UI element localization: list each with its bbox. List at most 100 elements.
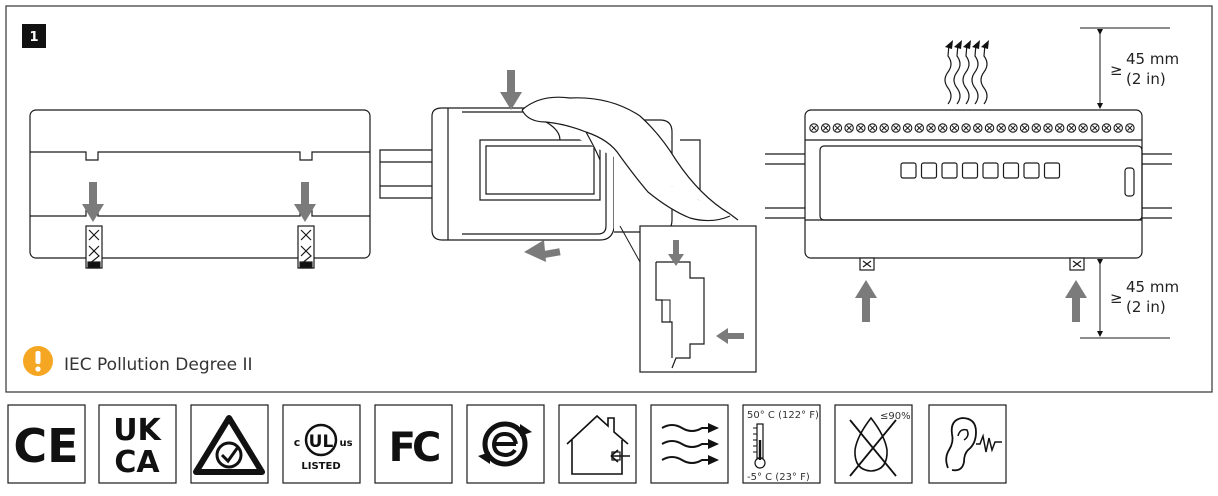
din-clip-left bbox=[85, 225, 103, 269]
heat-wave bbox=[962, 43, 970, 105]
ce-mark-text: CE bbox=[13, 419, 78, 473]
terminal-screw-slot bbox=[986, 125, 993, 131]
arrow-down-press bbox=[500, 70, 522, 110]
heat-wave bbox=[953, 43, 961, 105]
clearance-top-dimension bbox=[1080, 27, 1170, 109]
terminal-screw-slot bbox=[858, 125, 864, 131]
clearance-top-metric: 45 mm bbox=[1126, 50, 1179, 68]
status-window-row bbox=[900, 162, 1061, 179]
fcc-mark-text: FC bbox=[389, 425, 439, 471]
din-clip-installed-left bbox=[859, 257, 875, 271]
heat-wave bbox=[971, 43, 979, 105]
indoor-use-icon bbox=[558, 404, 637, 484]
terminal-screw-slot bbox=[975, 125, 981, 131]
terminal-screw-slot bbox=[1068, 125, 1075, 131]
terminal-screw-slot bbox=[939, 125, 946, 131]
warning-icon bbox=[23, 346, 53, 376]
terminal-screw-slot bbox=[881, 125, 887, 131]
heat-dissipation-arrows bbox=[944, 40, 989, 105]
terminal-screw-slot bbox=[834, 125, 841, 131]
status-window bbox=[941, 162, 958, 179]
rails-right bbox=[765, 153, 1172, 219]
terminal-screw-slot bbox=[869, 125, 876, 131]
humidity-value: ≤90% bbox=[880, 411, 911, 422]
clearance-top-imperial: (2 in) bbox=[1126, 70, 1166, 88]
heat-wave-arrowhead bbox=[954, 40, 962, 49]
arrow-slide-left bbox=[524, 240, 561, 262]
terminal-screw-slot bbox=[1103, 125, 1110, 131]
din-clip-right bbox=[297, 225, 315, 269]
humidity-limit-icon: ≤90% bbox=[834, 404, 913, 484]
rcm-mark-icon bbox=[190, 404, 269, 484]
hand-outline bbox=[521, 96, 739, 222]
din-clip-installed-right bbox=[1069, 257, 1085, 271]
ul-c-text: c bbox=[294, 436, 301, 449]
airflow-arrowhead bbox=[708, 455, 719, 465]
heat-wave-arrowhead bbox=[963, 40, 971, 49]
terminal-screw-slot bbox=[1092, 125, 1098, 131]
terminal-screw-slot bbox=[1045, 125, 1051, 131]
clearance-bottom-dimension bbox=[1080, 259, 1170, 339]
terminal-screw-slot bbox=[916, 125, 923, 131]
clearance-bottom-symbol: ≥ bbox=[1110, 289, 1123, 307]
terminal-screw-slot bbox=[1056, 125, 1063, 131]
heat-wave-arrowhead bbox=[981, 40, 989, 49]
fcc-mark-icon: FC bbox=[374, 404, 453, 484]
heat-wave bbox=[944, 43, 952, 105]
airflow-arrowhead bbox=[708, 423, 719, 433]
status-window bbox=[1002, 162, 1020, 179]
terminal-screw-slot bbox=[822, 125, 829, 131]
module-installed-view bbox=[804, 109, 1143, 259]
terminal-screw-slot bbox=[928, 125, 934, 131]
terminal-screw-slot bbox=[1010, 125, 1016, 131]
module-front-view bbox=[29, 109, 371, 259]
temperature-range-icon: 50° C (122° F) -5° C (23° F) bbox=[742, 404, 821, 484]
clearance-bottom-imperial: (2 in) bbox=[1126, 298, 1166, 316]
temperature-min: -5° C (23° F) bbox=[747, 472, 810, 483]
clip-detail-inset bbox=[619, 225, 757, 373]
arrow-down-right-clip bbox=[294, 182, 316, 222]
terminal-screw-slot bbox=[1115, 125, 1121, 131]
arrow-up-left-clip bbox=[855, 280, 877, 322]
airflow-wave bbox=[661, 440, 710, 448]
ul-us-text: us bbox=[339, 438, 352, 449]
acoustic-noise-icon bbox=[928, 404, 1007, 484]
ukca-mark-icon: UK CA bbox=[98, 404, 177, 484]
china-rohs-icon bbox=[466, 404, 545, 484]
terminal-screw-slot bbox=[1021, 125, 1028, 131]
terminal-screw-slot bbox=[846, 125, 852, 131]
status-window bbox=[900, 162, 917, 179]
status-window bbox=[1043, 162, 1061, 179]
ukca-top-text: UK bbox=[113, 413, 162, 448]
step-badge: 1 bbox=[22, 24, 46, 48]
heat-wave-arrowhead bbox=[945, 40, 953, 49]
arrow-up-right-clip bbox=[1065, 280, 1087, 322]
terminal-screw-slot bbox=[1080, 125, 1086, 131]
terminal-screw-slot bbox=[893, 125, 899, 131]
clearance-bottom-metric: 45 mm bbox=[1126, 278, 1179, 296]
terminal-screw-slot bbox=[1033, 125, 1040, 131]
clearance-top-symbol: ≥ bbox=[1110, 61, 1123, 79]
status-window bbox=[1023, 162, 1040, 179]
terminal-screw-slot bbox=[811, 125, 817, 131]
ce-mark-icon: CE bbox=[7, 404, 86, 484]
ventilation-icon bbox=[650, 404, 729, 484]
terminal-screw-slot bbox=[951, 125, 958, 131]
terminal-screw-slot bbox=[998, 125, 1004, 131]
heat-wave-arrowhead bbox=[972, 40, 980, 49]
terminal-screw-slot bbox=[1127, 125, 1133, 131]
ul-listed-text: LISTED bbox=[301, 461, 340, 472]
ukca-bottom-text: CA bbox=[114, 445, 160, 480]
status-window bbox=[920, 162, 938, 179]
ul-listed-mark-icon: UL c us LISTED bbox=[282, 404, 361, 484]
pollution-note: IEC Pollution Degree II bbox=[64, 355, 253, 375]
terminal-row bbox=[809, 123, 1135, 133]
terminal-screw-slot bbox=[963, 125, 969, 131]
airflow-wave bbox=[661, 456, 710, 464]
heat-wave bbox=[980, 43, 988, 105]
ul-mark-text: UL bbox=[309, 432, 334, 452]
airflow-arrowhead bbox=[708, 439, 719, 449]
step-number: 1 bbox=[29, 30, 38, 45]
arrow-down-left-clip bbox=[82, 182, 104, 222]
